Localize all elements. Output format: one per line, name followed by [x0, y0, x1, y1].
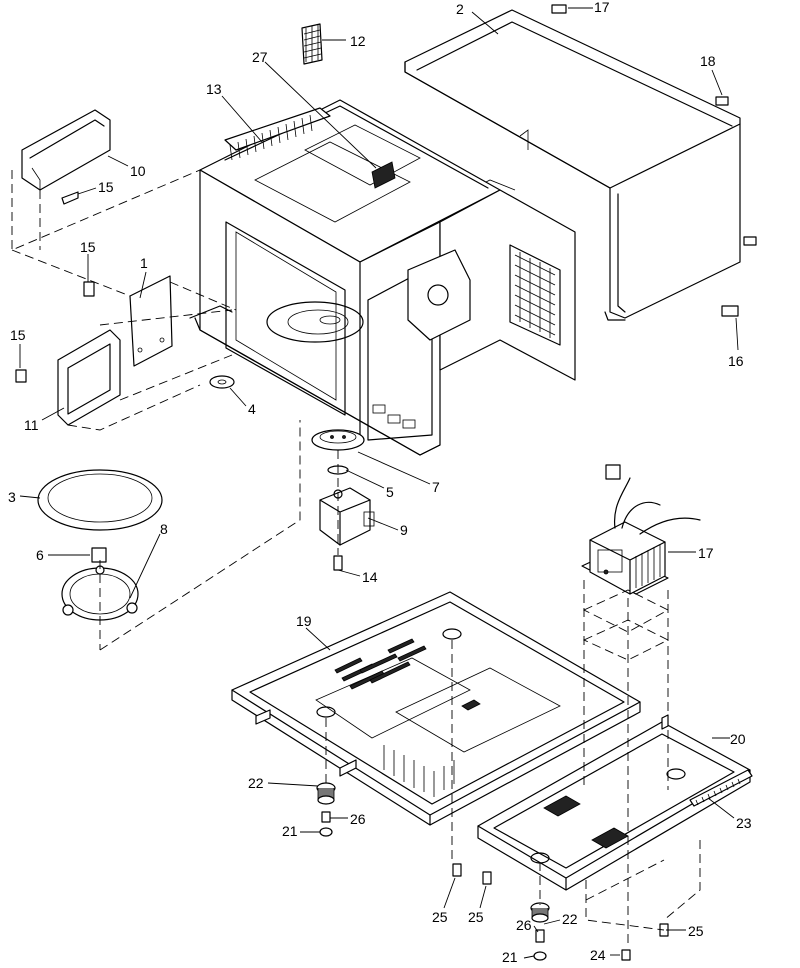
washer — [209, 375, 235, 389]
callout-25-left: 25 — [432, 909, 448, 925]
bracket-vent-a — [543, 795, 581, 817]
callout-5: 5 — [386, 484, 394, 500]
base-vent-slots — [334, 638, 427, 690]
cap-21a — [319, 827, 333, 837]
callout-7: 7 — [432, 479, 440, 495]
glass-tray — [37, 469, 163, 531]
callout-13: 13 — [206, 81, 222, 97]
callout-14: 14 — [362, 569, 378, 585]
small-vent — [371, 161, 396, 189]
base-side-louvres — [383, 745, 455, 797]
screw-15a — [61, 191, 79, 205]
screw-side — [743, 236, 757, 246]
assembly-lines — [11, 169, 701, 948]
callout-8: 8 — [160, 521, 168, 537]
callout-1: 1 — [140, 255, 148, 271]
callout-3: 3 — [8, 489, 16, 505]
callout-17-side: 18 — [700, 53, 716, 69]
leader-lines — [19, 7, 739, 959]
callout-9: 9 — [400, 522, 408, 538]
screw-14 — [333, 555, 343, 571]
hinge-plate-top — [21, 109, 111, 191]
screw-16 — [721, 305, 739, 317]
side-vent-grille — [514, 252, 556, 338]
hinge-plate-bottom — [57, 329, 121, 426]
callout-23: 23 — [736, 815, 752, 831]
callout-27: 27 — [252, 49, 268, 65]
callout-18: 17 — [698, 545, 714, 561]
callout-10: 10 — [130, 163, 146, 179]
bracket-strip — [689, 769, 753, 807]
callout-17-top: 17 — [594, 0, 610, 15]
callout-15-middle: 15 — [80, 239, 96, 255]
callout-15-top: 15 — [98, 179, 114, 195]
callout-4: 4 — [248, 401, 256, 417]
callout-26-right: 26 — [516, 917, 532, 933]
screw-15b — [83, 281, 95, 297]
transformer — [581, 464, 701, 595]
oven-cavity — [189, 99, 576, 456]
callout-20: 20 — [730, 731, 746, 747]
callout-2: 2 — [456, 1, 464, 17]
turntable-motor — [319, 487, 375, 546]
callout-labels: 2 17 18 16 12 13 27 10 15 15 1 15 11 4 7… — [8, 0, 752, 965]
transformer-winding — [635, 544, 661, 588]
callout-26-left: 26 — [350, 811, 366, 827]
screw-25b — [482, 871, 492, 885]
screw-24 — [621, 949, 631, 961]
coupler — [311, 429, 365, 451]
foot-22b — [530, 902, 550, 923]
cap-21b — [533, 951, 547, 961]
callout-21-left: 21 — [282, 823, 298, 839]
callout-25-middle: 25 — [468, 909, 484, 925]
callout-25-right: 25 — [688, 923, 704, 939]
screw-26a — [321, 811, 331, 823]
callout-11: 11 — [24, 417, 39, 433]
screw-26b — [535, 929, 545, 943]
screw-17a — [551, 4, 567, 14]
callout-22-right: 22 — [562, 911, 578, 927]
screw-25a — [452, 863, 462, 877]
outer-cabinet — [404, 9, 741, 321]
callout-19: 19 — [296, 613, 312, 629]
callout-6: 6 — [36, 547, 44, 563]
callout-21-right: 21 — [502, 949, 518, 965]
callout-24: 24 — [590, 947, 606, 963]
roller-hub — [91, 547, 107, 563]
base-plate — [231, 591, 641, 826]
callout-22-left: 22 — [248, 775, 264, 791]
callout-15-bottom: 15 — [10, 327, 26, 343]
callout-16: 16 — [728, 353, 744, 369]
foot-22a — [316, 782, 336, 805]
callout-12: 12 — [350, 33, 366, 49]
waveguide-cover — [224, 107, 331, 161]
screw-15c — [15, 369, 27, 383]
hinge-plate-middle — [129, 275, 173, 367]
screw-17b — [715, 96, 729, 106]
filter-block — [301, 23, 323, 65]
